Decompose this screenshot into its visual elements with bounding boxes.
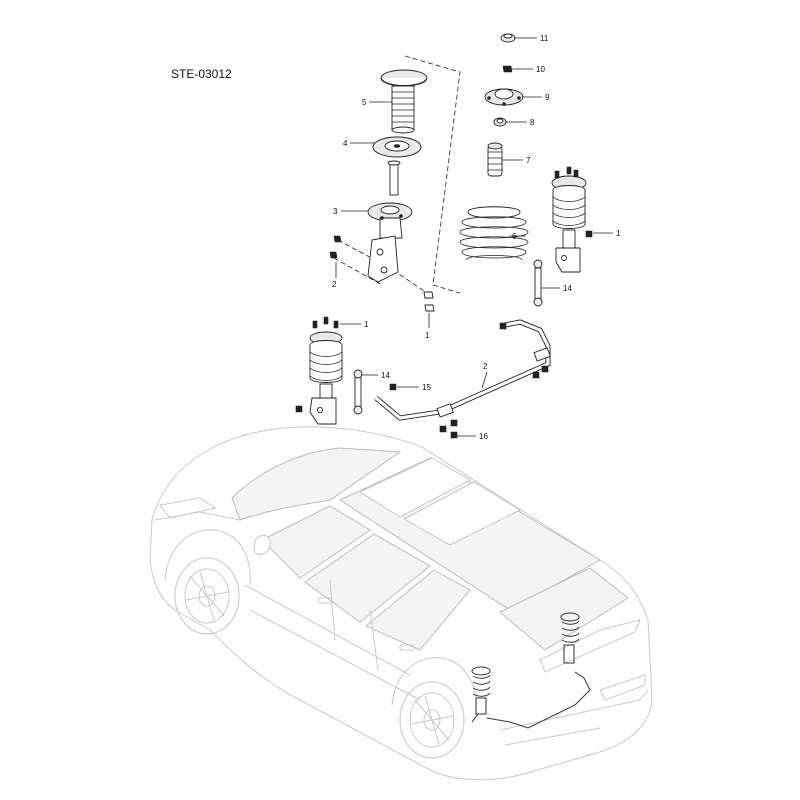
dust-boot [380,69,428,134]
callout-16: 16 [479,432,488,441]
callout-7: 5 [362,98,367,107]
callout-11: 9 [545,93,550,102]
callout-3: 1 [425,331,430,340]
highlight-right-strut [560,612,580,664]
front-wheel [174,557,240,635]
stabilizer-bar [374,319,551,433]
right-strut-assembly [551,166,593,273]
highlight-left-strut [471,666,491,723]
upper-mount [484,88,524,106]
bearing-washer [493,117,507,127]
callout-1-right: 1 [616,229,621,238]
top-nut [502,65,513,73]
spring-seat [372,136,422,158]
callout-2: 2 [483,362,488,371]
top-cap [500,33,516,43]
left-strut-assembly [295,316,343,425]
vehicle-outline [149,426,653,781]
front-strut-body [367,160,413,283]
stabilizer-link-left [353,369,363,415]
callout-14-right: 14 [563,284,572,293]
rear-wheel [399,681,465,759]
callout-10: 8 [530,118,535,127]
strut-mount-nuts [423,291,435,312]
coil-spring [459,206,529,261]
callout-15: 15 [422,383,431,392]
bump-stop [487,142,503,177]
callout-14-left: 14 [381,371,390,380]
callout-9: 7 [526,156,531,165]
callout-5: 3 [333,207,338,216]
callout-13: 11 [540,34,549,43]
highlight-stabilizer-bar [486,671,591,729]
callouts: 11 10 9 8 7 6 5 4 3 [332,34,621,441]
callout-8: 6 [512,232,517,241]
callout-4: 2 [332,280,337,289]
vehicle-suspension-highlight [471,612,591,729]
strut-mount-bolts [329,235,342,259]
callout-12: 10 [536,65,545,74]
callout-1-left: 1 [364,320,369,329]
callout-6: 4 [343,139,348,148]
stabilizer-link-right [533,259,543,307]
assembly-guide-line [404,55,461,294]
diagram-code: STE-03012 [171,67,232,81]
